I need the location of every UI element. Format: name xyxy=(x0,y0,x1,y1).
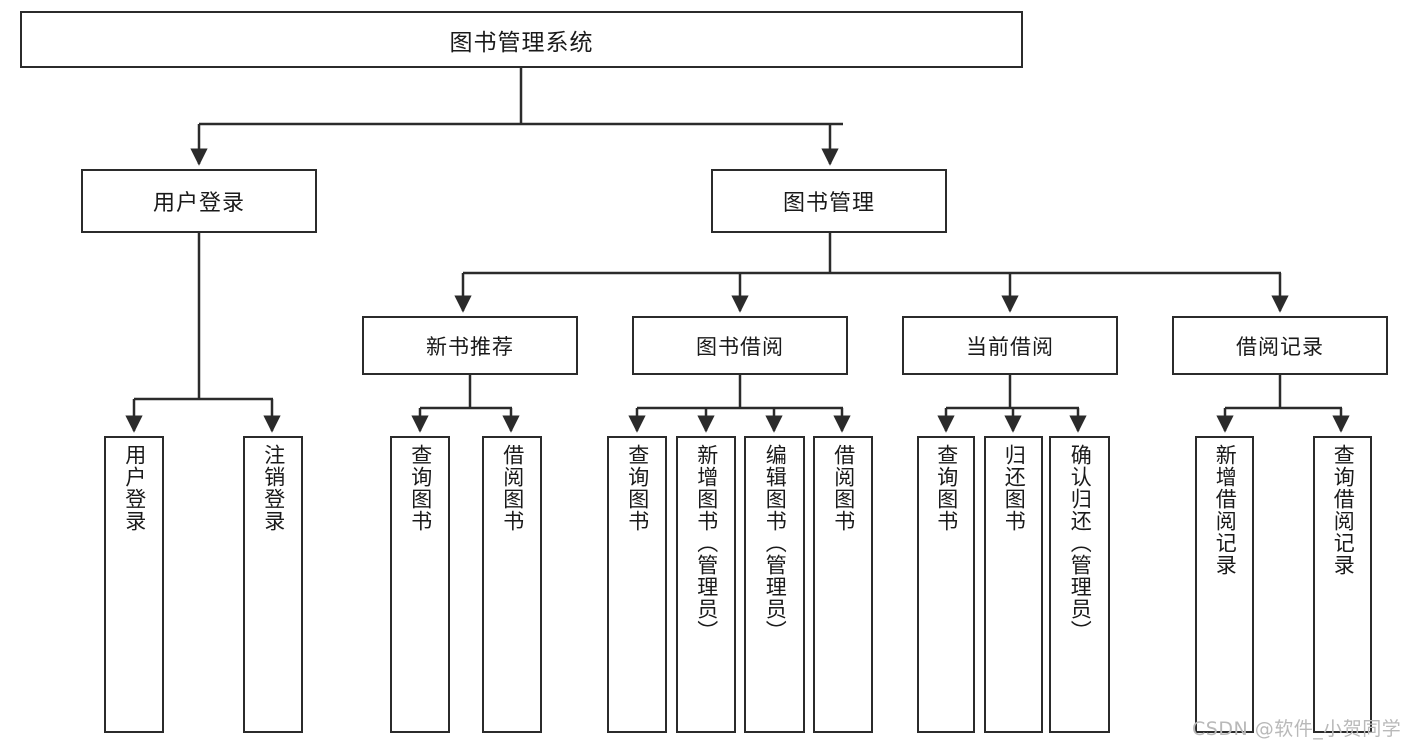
node-leaf-add-record-label: 新增借阅记录 xyxy=(1213,444,1238,576)
node-leaf-query-record-label: 查询借阅记录 xyxy=(1331,444,1356,576)
node-borrow-record-label: 借阅记录 xyxy=(1236,334,1324,359)
node-leaf-borrow-book-rec-label: 借阅图书 xyxy=(500,444,525,532)
node-leaf-add-book[interactable]: 新增图书（管理员） xyxy=(676,436,736,733)
node-leaf-logout-label: 注销登录 xyxy=(261,444,286,532)
node-borrow-record[interactable]: 借阅记录 xyxy=(1172,316,1388,375)
node-leaf-user-login[interactable]: 用户登录 xyxy=(104,436,164,733)
node-book-borrow-label: 图书借阅 xyxy=(696,334,784,359)
node-leaf-borrow-book-bb[interactable]: 借阅图书 xyxy=(813,436,873,733)
node-leaf-query-record[interactable]: 查询借阅记录 xyxy=(1313,436,1372,733)
node-leaf-add-book-label: 新增图书（管理员） xyxy=(694,444,719,642)
node-leaf-borrow-book-rec[interactable]: 借阅图书 xyxy=(482,436,542,733)
watermark: CSDN @软件_小贺同学 xyxy=(1192,718,1402,740)
node-book-manage-label: 图书管理 xyxy=(782,191,875,216)
node-leaf-query-book-rec-label: 查询图书 xyxy=(408,444,433,532)
node-new-book-rec[interactable]: 新书推荐 xyxy=(362,316,578,375)
node-leaf-query-book-cb[interactable]: 查询图书 xyxy=(917,436,975,733)
node-current-borrow[interactable]: 当前借阅 xyxy=(902,316,1118,375)
node-leaf-query-book-rec[interactable]: 查询图书 xyxy=(390,436,450,733)
node-leaf-confirm-return-label: 确认归还（管理员） xyxy=(1068,444,1093,642)
node-leaf-return-book[interactable]: 归还图书 xyxy=(984,436,1043,733)
node-user-login-label: 用户登录 xyxy=(152,191,245,216)
node-book-manage[interactable]: 图书管理 xyxy=(711,169,947,233)
node-leaf-query-book-bb-label: 查询图书 xyxy=(625,444,650,532)
node-leaf-return-book-label: 归还图书 xyxy=(1002,444,1027,532)
node-leaf-edit-book[interactable]: 编辑图书（管理员） xyxy=(744,436,805,733)
node-leaf-edit-book-label: 编辑图书（管理员） xyxy=(763,444,788,642)
node-leaf-add-record[interactable]: 新增借阅记录 xyxy=(1195,436,1254,733)
node-user-login[interactable]: 用户登录 xyxy=(81,169,317,233)
node-new-book-rec-label: 新书推荐 xyxy=(426,334,514,359)
node-leaf-borrow-book-bb-label: 借阅图书 xyxy=(831,444,856,532)
node-leaf-query-book-cb-label: 查询图书 xyxy=(934,444,959,532)
node-root-label: 图书管理系统 xyxy=(449,29,594,56)
node-leaf-user-login-label: 用户登录 xyxy=(122,444,147,532)
node-leaf-confirm-return[interactable]: 确认归还（管理员） xyxy=(1049,436,1110,733)
node-leaf-query-book-bb[interactable]: 查询图书 xyxy=(607,436,667,733)
node-leaf-logout[interactable]: 注销登录 xyxy=(243,436,303,733)
node-book-borrow[interactable]: 图书借阅 xyxy=(632,316,848,375)
node-current-borrow-label: 当前借阅 xyxy=(966,334,1054,359)
node-root[interactable]: 图书管理系统 xyxy=(20,11,1023,68)
